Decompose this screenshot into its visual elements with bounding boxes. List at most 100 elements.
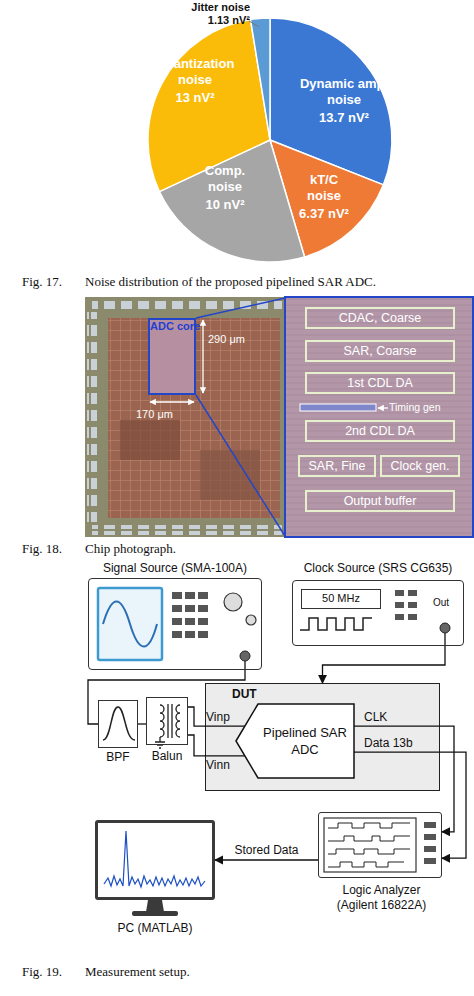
instrument-box: Clock Source (SRS CG635)50 MHz xyxy=(292,580,464,646)
wire xyxy=(244,661,245,670)
block-box: Output buffer xyxy=(305,490,455,512)
filter-box: BPF xyxy=(98,700,138,748)
figure-caption: Chip photograph. xyxy=(85,541,470,557)
node-text: 1st CDL DA xyxy=(307,375,453,392)
sine-wave xyxy=(103,602,157,647)
text-label: Jitter noise xyxy=(170,1,250,13)
text-label: Timing gen xyxy=(389,401,473,413)
node-text: Signal Source (SMA-100A) xyxy=(69,561,281,575)
chip-die xyxy=(85,297,285,537)
figure-number: Fig. 19. xyxy=(22,964,82,980)
wire xyxy=(444,633,445,646)
spectrum-plot xyxy=(104,831,205,887)
leader-arrow xyxy=(378,407,388,408)
knob xyxy=(246,615,256,625)
text-label: 13 nV² xyxy=(148,90,242,106)
core-region-box: ADC core xyxy=(148,318,196,395)
node-text: Output buffer xyxy=(307,493,453,510)
block-box: SAR, Coarse xyxy=(305,340,455,362)
screen xyxy=(101,826,209,894)
node-text: ADC core xyxy=(150,320,200,332)
buttons xyxy=(395,590,417,620)
display-box: 50 MHz xyxy=(301,589,381,609)
block-box: Clock gen. xyxy=(380,455,460,477)
monitor-base xyxy=(132,911,178,916)
output-connector xyxy=(240,651,250,661)
text-label: kT/C noise xyxy=(294,172,354,204)
figure-caption: Noise distribution of the proposed pipel… xyxy=(85,274,470,290)
metal-block xyxy=(200,450,260,500)
bond-pads xyxy=(92,525,282,535)
signal-label: CLK xyxy=(364,710,404,724)
dimension-arrow xyxy=(202,320,203,393)
pie-slice xyxy=(251,18,271,140)
pc-monitor xyxy=(101,826,209,916)
clock-generator-face xyxy=(300,590,450,646)
text-label: 10 nV² xyxy=(185,197,265,213)
signal-label: Vinn xyxy=(206,758,240,772)
signal-wire xyxy=(138,723,146,724)
leader-line xyxy=(249,21,259,27)
block-box: 2nd CDL DA xyxy=(305,420,455,442)
bond-pads xyxy=(87,312,97,522)
text-label: 6.37 nV² xyxy=(284,206,364,222)
block-box: 1st CDL DA xyxy=(305,372,455,394)
text-label: Quantization noise xyxy=(148,56,242,88)
text-label: 1.13 nV² xyxy=(170,14,250,26)
screen xyxy=(324,818,416,872)
node-text: Pipelined SAR ADC xyxy=(260,724,350,758)
node-text: 2nd CDL DA xyxy=(307,423,453,440)
node-text: SAR, Fine xyxy=(300,458,374,475)
chip-photo xyxy=(85,297,473,537)
signal-label: Stored Data xyxy=(222,843,312,857)
node-text: SAR, Coarse xyxy=(307,343,453,360)
node-text: Clock gen. xyxy=(382,458,458,475)
adc-outline-shape xyxy=(236,704,354,778)
node-text: Balun xyxy=(137,749,197,763)
signal-wire xyxy=(215,859,318,860)
block-box: SAR, Fine xyxy=(298,455,376,477)
logic-analyzer-face xyxy=(324,818,436,872)
block-box: CDAC, Coarse xyxy=(305,307,455,329)
node-text: DUT xyxy=(232,687,257,701)
figure-number: Fig. 18. xyxy=(22,541,82,557)
keypad xyxy=(172,592,208,638)
text-label: 13.7 nV² xyxy=(298,110,390,126)
bandpass-symbol xyxy=(103,707,135,740)
waveform xyxy=(328,836,410,841)
zoom-line xyxy=(196,395,285,536)
signal-wire xyxy=(323,646,446,683)
instrument-box: Signal Source (SMA-100A) xyxy=(88,578,262,670)
node-text: PC (MATLAB) xyxy=(78,921,232,935)
signal-label: Vinp xyxy=(206,710,240,724)
signal-label: Data 13b xyxy=(364,736,434,750)
text-label: Dynamic amp. noise xyxy=(298,76,390,108)
node-text: 50 MHz xyxy=(302,592,380,604)
text-label: 290 μm xyxy=(208,333,268,345)
figure-number: Fig. 17. xyxy=(22,274,82,290)
text-label: Comp. noise xyxy=(195,163,255,195)
metal-block xyxy=(120,420,180,460)
knob xyxy=(224,593,242,611)
waveform xyxy=(328,849,410,854)
screen xyxy=(98,588,162,660)
waveform xyxy=(328,823,410,828)
buttons xyxy=(424,822,436,864)
waveform xyxy=(328,862,404,867)
zoom-panel xyxy=(285,297,473,537)
zoom-line xyxy=(196,298,285,318)
text-label: Out xyxy=(433,597,461,608)
square-wave xyxy=(300,618,372,630)
transformer-symbol xyxy=(155,704,180,748)
monitor-box: PC (MATLAB) xyxy=(95,820,215,900)
node-text: BPF xyxy=(89,750,147,764)
dimension-arrow xyxy=(150,401,194,402)
instrument-box: Logic Analyzer (Agilent 16822A) xyxy=(318,812,442,878)
adc-outline xyxy=(236,704,354,778)
bond-pads xyxy=(92,299,282,309)
node-text: CDAC, Coarse xyxy=(307,310,453,327)
balun-box: Balun xyxy=(146,697,188,745)
adc-symbol: Pipelined SAR ADC xyxy=(236,704,354,778)
pie-chart xyxy=(148,18,392,262)
